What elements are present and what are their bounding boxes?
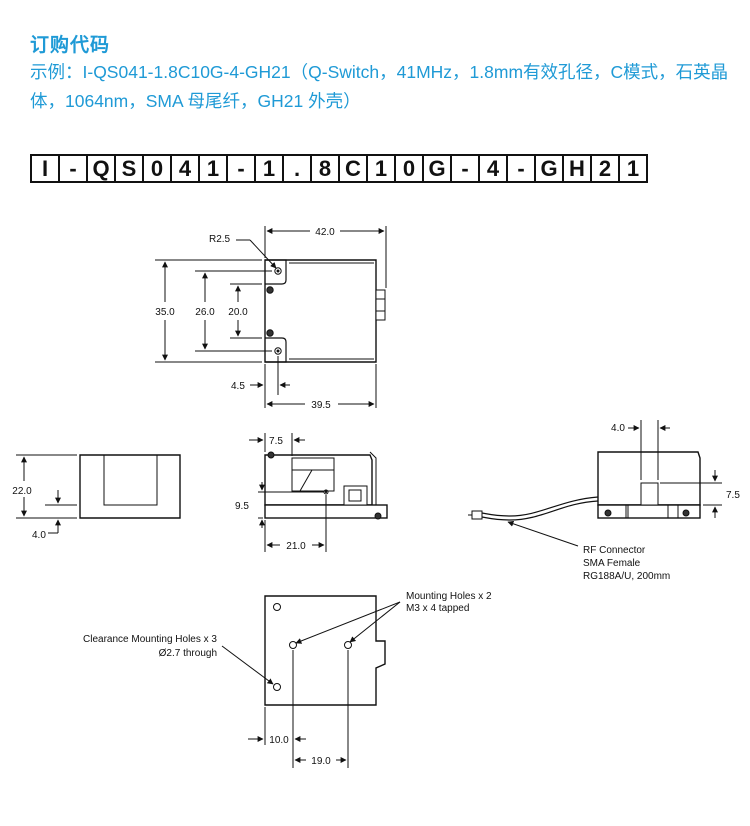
radius-label: R2.5 <box>209 234 231 245</box>
dim-inner-height: 26.0 <box>195 307 215 318</box>
dim-front-width: 21.0 <box>286 541 306 552</box>
clearance-note-line1: Clearance Mounting Holes x 3 <box>83 634 217 645</box>
connector-note-line3: RG188A/U, 200mm <box>583 571 670 582</box>
dim-front-top: 7.5 <box>269 436 283 447</box>
dim-side-height: 22.0 <box>12 486 32 497</box>
dim-left-offset: 4.5 <box>231 381 245 392</box>
dim-hole-span: 39.5 <box>311 400 331 411</box>
dim-width-top: 42.0 <box>315 227 335 238</box>
bottom-view <box>221 595 401 768</box>
connector-note-line1: RF Connector <box>583 545 646 556</box>
mounting-note-line2: M3 x 4 tapped <box>406 603 469 614</box>
dim-bottom-b: 19.0 <box>311 756 331 767</box>
dim-height-top: 35.0 <box>155 307 175 318</box>
dim-side-base: 4.0 <box>32 530 46 541</box>
dim-bottom-a: 10.0 <box>269 735 289 746</box>
code-cell: 1 <box>618 154 648 183</box>
dim-connector-side: 7.5 <box>726 490 740 501</box>
page-title: 订购代码 <box>30 35 111 56</box>
dim-connector-top: 4.0 <box>611 423 625 434</box>
clearance-note-line2: Ø2.7 through <box>159 648 217 659</box>
connector-note-line2: SMA Female <box>583 558 641 569</box>
dim-front-aperture: 9.5 <box>235 501 249 512</box>
dim-inner-gap: 20.0 <box>228 307 248 318</box>
front-view <box>249 433 388 552</box>
connector-view <box>468 420 722 547</box>
side-view <box>16 454 181 534</box>
top-view <box>155 226 387 408</box>
example-text: 示例：I-QS041-1.8C10G-4-GH21（Q-Switch，41MHz… <box>30 62 729 111</box>
mounting-note-line1: Mounting Holes x 2 <box>406 591 492 602</box>
